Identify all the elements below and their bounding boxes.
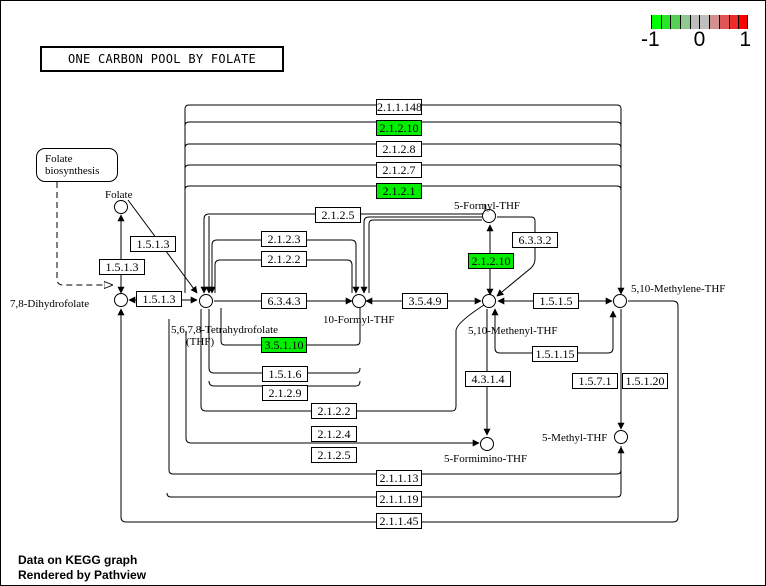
legend-color-cell: [670, 15, 681, 29]
legend-mid-label: 0: [693, 28, 706, 51]
enzyme-2-1-2-10[interactable]: 2.1.2.10: [468, 253, 514, 269]
map-folate-biosynthesis[interactable]: Folate biosynthesis: [36, 148, 118, 182]
edge-1-5-1-6: [208, 309, 361, 374]
legend-color-cell: [651, 15, 661, 29]
enzyme-1-5-1-3[interactable]: 1.5.1.3: [136, 291, 182, 307]
enzyme-2-1-2-2[interactable]: 2.1.2.2: [261, 251, 307, 267]
enzyme-2-1-1-13[interactable]: 2.1.1.13: [376, 470, 422, 486]
legend-color-cell: [680, 15, 690, 29]
label-5-10-methylene-thf: 5,10-Methylene-THF: [631, 283, 726, 295]
legend-color-cell: [699, 15, 710, 29]
color-legend: -1 0 1: [641, 15, 751, 51]
compound-thf[interactable]: [199, 294, 213, 308]
map-label-line2: biosynthesis: [45, 165, 100, 177]
enzyme-3-5-1-10[interactable]: 3.5.1.10: [261, 337, 307, 353]
legend-color-cell: [689, 15, 700, 29]
enzyme-2-1-2-10[interactable]: 2.1.2.10: [376, 120, 422, 136]
enzyme-1-5-1-6[interactable]: 1.5.1.6: [262, 366, 308, 382]
enzyme-1-5-1-3[interactable]: 1.5.1.3: [99, 259, 145, 275]
enzyme-2-1-2-7[interactable]: 2.1.2.7: [376, 162, 422, 178]
enzyme-2-1-1-148[interactable]: 2.1.1.148: [376, 99, 422, 115]
compound-5-methyl-thf[interactable]: [614, 430, 628, 444]
legend-max-label: 1: [739, 28, 751, 51]
legend-color-cell: [709, 15, 719, 29]
pathway-title: ONE CARBON POOL BY FOLATE: [40, 46, 284, 72]
legend-color-cell: [660, 15, 671, 29]
label-folate: Folate: [105, 189, 133, 201]
enzyme-6-3-3-2[interactable]: 6.3.3.2: [512, 232, 558, 248]
enzyme-2-1-2-5[interactable]: 2.1.2.5: [315, 207, 361, 223]
enzyme-1-5-1-20[interactable]: 1.5.1.20: [622, 373, 668, 389]
enzyme-2-1-2-4[interactable]: 2.1.2.4: [311, 426, 357, 442]
enzyme-2-1-1-45[interactable]: 2.1.1.45: [376, 513, 422, 529]
label-5-methyl-thf: 5-Methyl-THF: [542, 432, 608, 444]
footer-line2: Rendered by Pathview: [18, 568, 147, 582]
legend-color-cell: [728, 15, 739, 29]
compound-folate[interactable]: [114, 200, 128, 214]
enzyme-1-5-7-1[interactable]: 1.5.7.1: [572, 373, 618, 389]
legend-min-label: -1: [641, 28, 660, 51]
enzyme-2-1-1-19[interactable]: 2.1.1.19: [376, 491, 422, 507]
enzyme-6-3-4-3[interactable]: 6.3.4.3: [261, 293, 307, 309]
enzyme-2-1-2-9[interactable]: 2.1.2.9: [262, 385, 308, 401]
edge-2-1-2-2-low: [200, 304, 485, 412]
edge-2-1-2-4: [185, 331, 480, 447]
enzyme-2-1-2-5[interactable]: 2.1.2.5: [311, 447, 357, 463]
label-5-10-methenyl-thf: 5,10-Methenyl-THF: [468, 325, 558, 337]
enzyme-2-1-2-3[interactable]: 2.1.2.3: [261, 231, 307, 247]
compound-dihydrofolate[interactable]: [114, 293, 128, 307]
footer-line1: Data on KEGG graph: [18, 553, 138, 567]
legend-color-cell: [738, 15, 748, 29]
label-5-formyl-thf: 5-Formyl-THF: [454, 200, 520, 212]
edge-2-1-1-13: [168, 319, 622, 475]
legend-color-bar: [651, 15, 751, 29]
enzyme-2-1-2-8[interactable]: 2.1.2.8: [376, 141, 422, 157]
enzyme-2-1-2-1[interactable]: 2.1.2.1: [376, 183, 422, 199]
compound-5-10-methenyl-thf[interactable]: [482, 294, 496, 308]
compound-5-formyl-thf[interactable]: [482, 209, 496, 223]
compound-10-formyl-thf[interactable]: [352, 294, 366, 308]
label-thf-line1: 5,6,7,8-Tetrahydrofolate: [171, 324, 279, 336]
enzyme-2-1-2-2[interactable]: 2.1.2.2: [311, 403, 357, 419]
label-10-formyl-thf: 10-Formyl-THF: [323, 314, 395, 326]
legend-color-cell: [718, 15, 729, 29]
label-5-formimino-thf: 5-Formimino-THF: [444, 453, 528, 465]
footer-credit: Data on KEGG graph Rendered by Pathview: [18, 553, 146, 583]
edge-2-1-1-19: [166, 471, 622, 498]
enzyme-1-5-1-3[interactable]: 1.5.1.3: [130, 236, 176, 252]
enzyme-1-5-1-15[interactable]: 1.5.1.15: [532, 346, 578, 362]
map-label-line1: Folate: [45, 153, 73, 165]
compound-5-formimino-thf[interactable]: [480, 437, 494, 451]
enzyme-4-3-1-4[interactable]: 4.3.1.4: [465, 371, 511, 387]
label-dihydrofolate: 7,8-Dihydrofolate: [10, 298, 90, 310]
enzyme-1-5-1-5[interactable]: 1.5.1.5: [533, 293, 579, 309]
label-thf-line2: (THF): [186, 336, 215, 348]
compound-5-10-methylene-thf[interactable]: [613, 294, 627, 308]
enzyme-3-5-4-9[interactable]: 3.5.4.9: [402, 293, 448, 309]
